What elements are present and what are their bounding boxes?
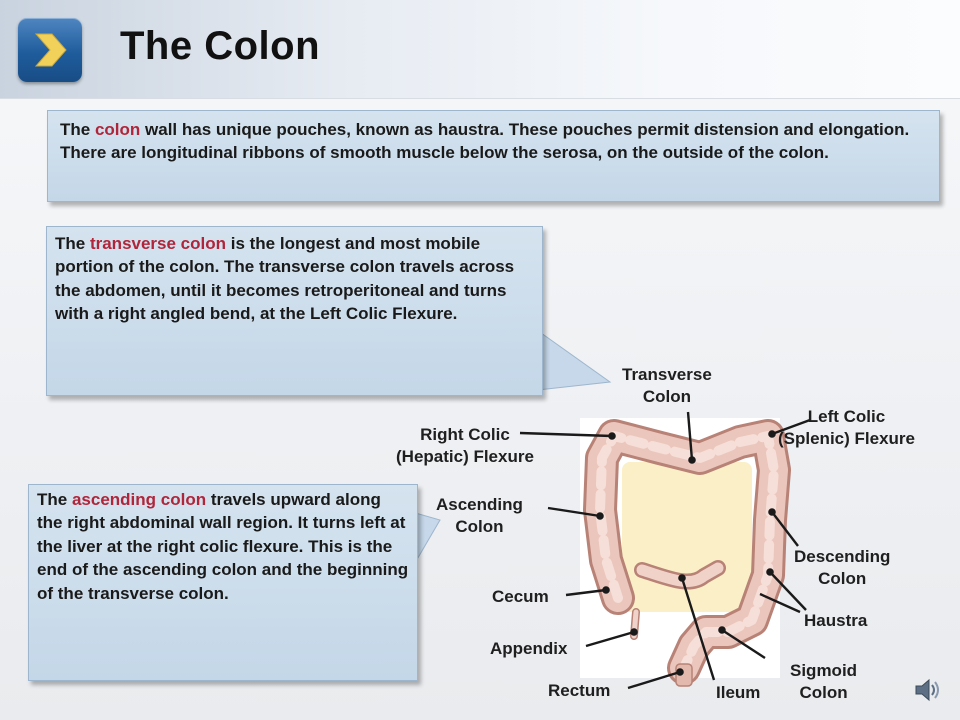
- ascending-highlight: ascending colon: [71, 490, 207, 509]
- label-ileum: Ileum: [716, 683, 761, 702]
- next-slide-button[interactable]: [18, 18, 82, 82]
- slide-title: The Colon: [120, 24, 321, 68]
- label-rectum: Rectum: [548, 681, 611, 700]
- transverse-text-pre: The: [55, 234, 90, 253]
- transverse-text-post: is the longest and most mobile portion o…: [55, 234, 515, 324]
- ascending-text-pre: The: [37, 490, 72, 509]
- label-right-colic-flexure: Right Colic (Hepatic) Flexure: [396, 425, 534, 467]
- label-ascending-colon: Ascending Colon: [436, 495, 523, 537]
- label-descending-colon: Descending Colon: [794, 547, 891, 589]
- intro-text-box: The colon wall has unique pouches, known…: [47, 110, 940, 202]
- label-left-colic-flexure: Left Colic (Splenic) Flexure: [778, 407, 915, 449]
- transverse-highlight: transverse colon: [89, 234, 227, 253]
- label-haustra: Haustra: [804, 611, 868, 630]
- ascending-text-post: travels upward along the right abdominal…: [37, 490, 409, 603]
- speaker-icon[interactable]: [912, 675, 942, 710]
- intro-text-post: wall has unique pouches, known as haustr…: [60, 120, 910, 163]
- slide-header: [0, 0, 960, 99]
- label-appendix: Appendix: [490, 639, 568, 658]
- transverse-colon-text-box: The transverse colon is the longest and …: [46, 226, 543, 396]
- chevron-right-icon: [34, 33, 67, 67]
- intro-highlight: colon: [94, 120, 141, 139]
- ascending-colon-text-box: The ascending colon travels upward along…: [28, 484, 418, 681]
- label-cecum: Cecum: [492, 587, 549, 606]
- leader-lines: [519, 411, 811, 690]
- label-transverse-colon: Transverse Colon: [622, 365, 712, 407]
- label-sigmoid-colon: Sigmoid Colon: [790, 661, 858, 703]
- intro-text-pre: The: [60, 120, 95, 139]
